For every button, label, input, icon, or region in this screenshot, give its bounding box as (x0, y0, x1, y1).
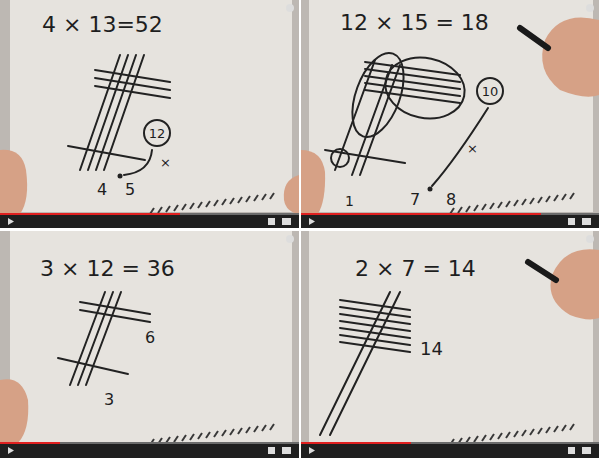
circled-number: 10 (482, 85, 499, 98)
equation: 12 × 15 = 18 (340, 12, 489, 34)
digit-label: 5 (125, 182, 135, 198)
equation: 2 × 7 = 14 (355, 258, 476, 280)
digit-label: 8 (446, 192, 456, 208)
circled-number: 12 (149, 127, 166, 140)
digit-label: 7 (410, 192, 420, 208)
equation: 3 × 12 = 36 (40, 258, 175, 280)
times-mark: × (467, 142, 478, 155)
times-mark: × (160, 156, 171, 169)
digit-label: 3 (104, 392, 114, 408)
digit-label: 1 (345, 194, 354, 208)
digit-label: 4 (97, 182, 107, 198)
digit-label: 14 (420, 340, 443, 358)
digit-label: 6 (145, 330, 155, 346)
equation: 4 × 13=52 (42, 14, 163, 36)
